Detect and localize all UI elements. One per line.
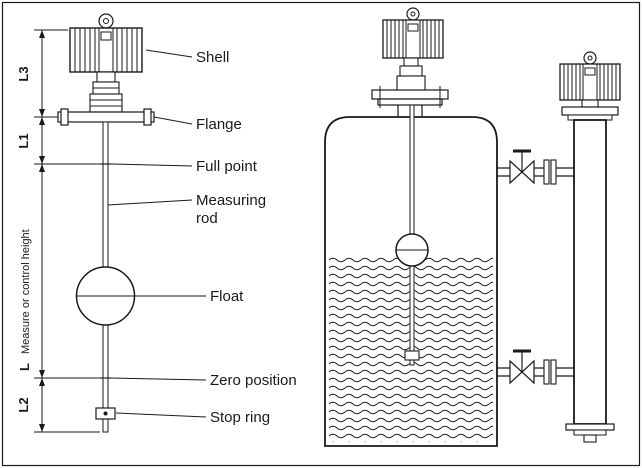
left-instrument xyxy=(57,13,155,433)
extension-lines xyxy=(34,29,100,433)
label-full-point: Full point xyxy=(196,158,258,175)
instrument-neck xyxy=(89,71,123,113)
chamber-drain-plug xyxy=(583,434,597,443)
part-labels: Shell Flange Full point Measuring rod Fl… xyxy=(196,49,297,426)
dim-l3: L3 xyxy=(16,66,31,81)
bypass-view xyxy=(497,51,621,443)
chamber-tube xyxy=(573,119,607,425)
dim-l1: L1 xyxy=(16,133,31,148)
tank-view xyxy=(324,7,498,447)
tank-stop-ring xyxy=(404,350,420,361)
transmitter-shell xyxy=(69,13,143,73)
label-zero-position: Zero position xyxy=(210,372,297,389)
float-part xyxy=(75,266,136,326)
leader-lines xyxy=(107,49,207,418)
chamber-body xyxy=(561,106,619,443)
tank-float xyxy=(395,233,429,267)
upper-connection xyxy=(497,149,574,185)
label-stop-ring: Stop ring xyxy=(210,409,270,426)
label-measuring-rod-line2: rod xyxy=(196,210,218,227)
dim-l-description: Measure or control height xyxy=(20,229,32,354)
stop-ring-part xyxy=(95,407,116,420)
lower-valve xyxy=(509,349,535,385)
lower-pipe-flanges xyxy=(543,359,557,385)
upper-pipe-flanges xyxy=(543,159,557,185)
dim-l2: L2 xyxy=(16,397,31,412)
upper-valve xyxy=(509,149,535,185)
chamber-transmitter-shell xyxy=(559,51,621,108)
label-shell: Shell xyxy=(196,49,229,66)
tank-transmitter-shell xyxy=(382,7,444,91)
label-measuring-rod-line1: Measuring xyxy=(196,192,266,209)
dimension-arrowheads xyxy=(39,30,45,432)
dimension-labels: L3 L1 L Measure or control height L2 xyxy=(16,66,32,412)
label-flange: Flange xyxy=(196,116,242,133)
label-float: Float xyxy=(210,288,244,305)
lower-connection xyxy=(497,349,574,385)
dimension-lines xyxy=(34,29,100,433)
dim-l: L xyxy=(17,363,32,371)
